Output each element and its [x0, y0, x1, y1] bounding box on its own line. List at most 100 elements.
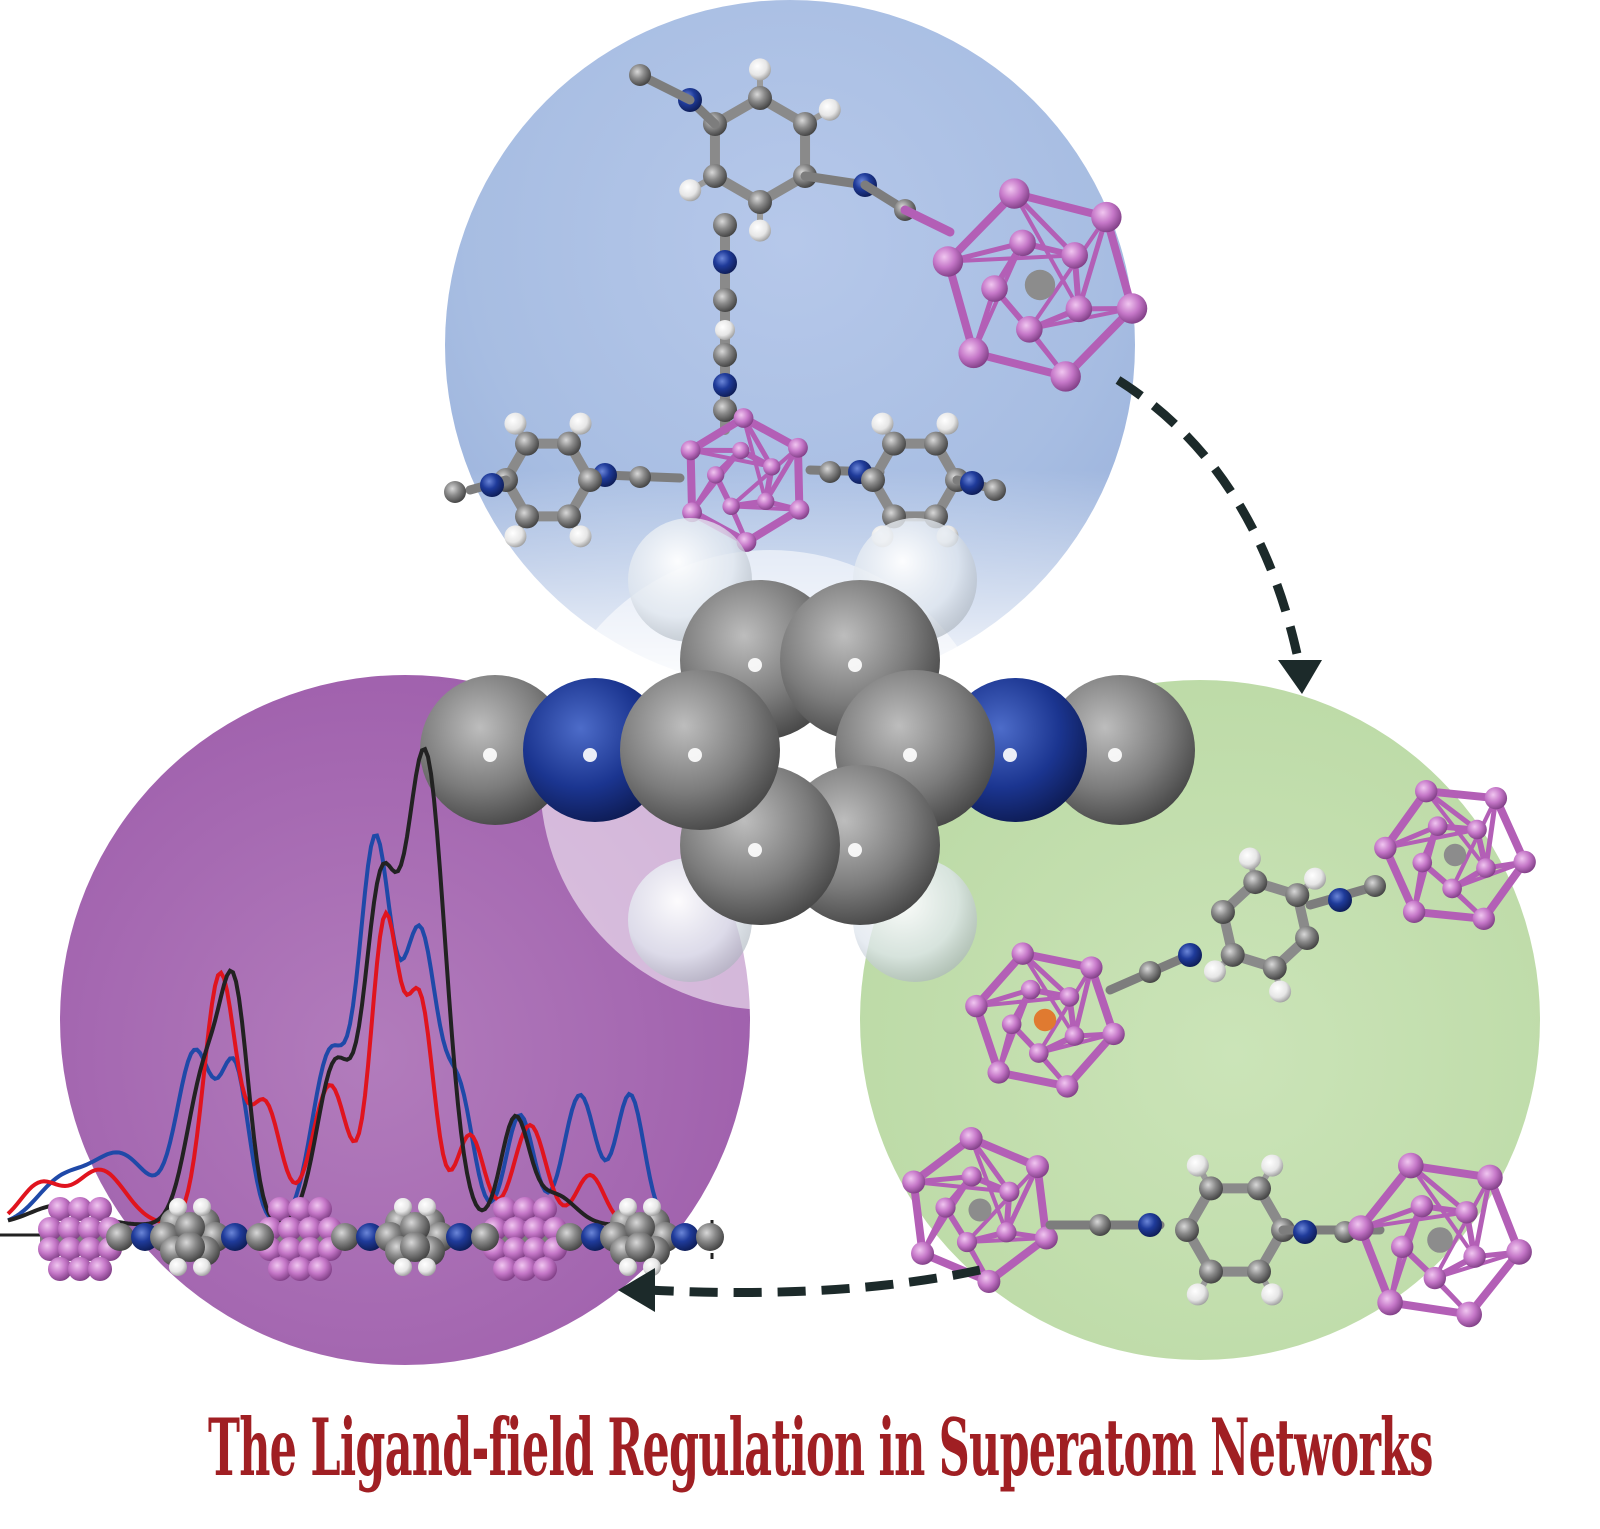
boron-atom [981, 275, 1008, 302]
boron-atom [1009, 229, 1036, 257]
hydrogen-atom [169, 1198, 187, 1216]
boron-atom [1472, 907, 1495, 931]
boron-atom [1348, 1215, 1374, 1241]
carbon-atom [1175, 1218, 1199, 1242]
boron-atom [1116, 293, 1148, 324]
highlight [688, 748, 702, 762]
linker [331, 1198, 499, 1276]
hydrogen-atom [936, 412, 959, 435]
boron-atom [1020, 979, 1041, 1000]
boron-atom [88, 1257, 112, 1281]
bond [1479, 857, 1529, 923]
boron-atom [1001, 1014, 1022, 1035]
bond [686, 446, 697, 517]
spectrum-curve-red [6, 909, 659, 1227]
bond [972, 1002, 1003, 1077]
bond [1358, 1210, 1469, 1231]
highlight [848, 843, 862, 857]
highlight [483, 748, 497, 762]
boron-atom [68, 1197, 92, 1221]
linker [556, 1198, 724, 1276]
hydrogen-atom [1304, 867, 1327, 890]
boron-atom [1476, 858, 1496, 878]
carbon-atom [713, 213, 737, 237]
hydrogen-atom [679, 179, 702, 202]
carbon-atom [748, 86, 772, 110]
bond [1383, 827, 1480, 851]
hydrogen-atom [394, 1258, 412, 1276]
bond [1483, 795, 1499, 871]
boron-atom [1412, 852, 1433, 873]
bond [1076, 214, 1109, 312]
carbon-atom [696, 1223, 724, 1251]
carbon-atom [400, 1232, 430, 1262]
bond [1406, 1161, 1494, 1182]
hydrogen-atom [715, 320, 735, 340]
hydrogen-atom [871, 412, 894, 435]
hydrogen-atom [1261, 1154, 1284, 1177]
boron-atom [1506, 1239, 1532, 1265]
boron-atom [1377, 1289, 1403, 1316]
carbon-atom [748, 190, 772, 214]
bond [974, 994, 1072, 1009]
boron-atom [757, 492, 775, 511]
metal-center [968, 1198, 992, 1222]
boron-atom [268, 1257, 292, 1281]
boron-atom [1056, 1075, 1079, 1098]
metal-center [1427, 1227, 1453, 1253]
boron-atom [48, 1197, 72, 1221]
superatom-cage-icon [932, 178, 1148, 392]
bond [1491, 794, 1529, 866]
boron-atom [1456, 1301, 1482, 1328]
metal-center [1033, 1008, 1057, 1032]
superatom-cage-icon [965, 942, 1125, 1098]
hydrogen-atom [1203, 960, 1226, 983]
boron-atom [1484, 786, 1508, 810]
boron-atom [961, 1166, 982, 1187]
carbon-atom [557, 431, 581, 456]
carbon-atom [1210, 899, 1235, 924]
carbon-atom [861, 468, 885, 492]
carbon-atom [557, 504, 581, 529]
carbon-atom [556, 1223, 584, 1251]
boron-atom [1442, 878, 1462, 899]
highlight [903, 748, 917, 762]
boron-atom [1034, 1226, 1058, 1250]
carbon-atom [620, 670, 780, 830]
boron-atom [1011, 942, 1034, 965]
boron-atom [1028, 1043, 1049, 1063]
bond [1381, 787, 1431, 853]
hydrogen-atom [643, 1198, 661, 1216]
hydrogen-atom [569, 412, 592, 435]
bond [969, 1136, 1009, 1235]
highlight [748, 658, 762, 672]
boron-atom [996, 1222, 1017, 1243]
bond [1422, 787, 1500, 803]
hydrogen-atom [504, 412, 527, 435]
boron-atom [278, 1217, 302, 1241]
bond [1020, 951, 1077, 1039]
boron-atom [513, 1197, 537, 1221]
highlight [848, 658, 862, 672]
carbon-atom [1089, 1214, 1111, 1236]
highlight [1003, 748, 1017, 762]
bond [686, 414, 748, 455]
boron-atom [763, 458, 781, 476]
boron-atom [999, 178, 1030, 209]
boron-atom [706, 466, 725, 484]
carbon-atom [1262, 955, 1287, 980]
nitrogen-atom [1138, 1213, 1162, 1237]
benzene-ring-icon [420, 518, 1195, 982]
boron-atom [956, 1231, 978, 1253]
boron-atom [1402, 900, 1426, 924]
boron-atom [1477, 1164, 1503, 1191]
nitrogen-atom [480, 473, 504, 497]
arrow-green-to-purple-icon [618, 1265, 981, 1312]
molecule-green [902, 779, 1536, 1328]
boron-atom [493, 1197, 517, 1221]
boron-atom [533, 1197, 557, 1221]
boron-atom [1374, 836, 1397, 860]
bond [918, 1249, 993, 1286]
bond [1465, 1247, 1524, 1319]
carbon-atom [420, 675, 570, 825]
